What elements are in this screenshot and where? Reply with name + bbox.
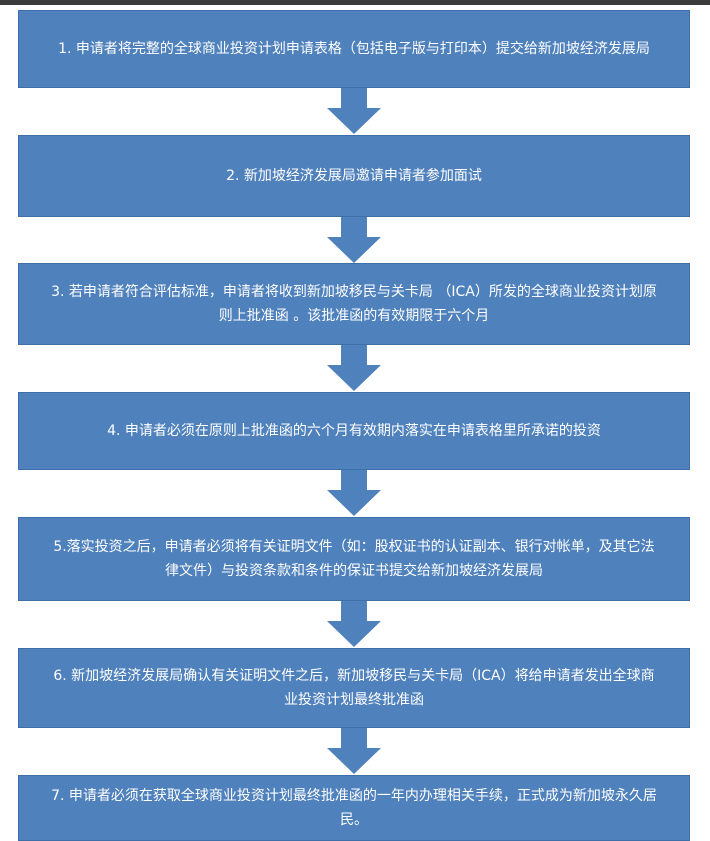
flow-step-1-text: 1. 申请者将完整的全球商业投资计划申请表格（包括电子版与打印本）提交给新加坡经… (58, 41, 650, 57)
arrow-down-icon (327, 470, 381, 516)
top-border (0, 0, 710, 5)
flow-step-7-text: 7. 申请者必须在获取全球商业投资计划最终批准函的一年内办理相关手续，正式成为新… (51, 788, 657, 828)
flow-step-7: 7. 申请者必须在获取全球商业投资计划最终批准函的一年内办理相关手续，正式成为新… (18, 775, 690, 841)
arrow-down-icon (327, 601, 381, 647)
arrow-down-icon (327, 728, 381, 774)
flow-step-6-text: 6. 新加坡经济发展局确认有关证明文件之后，新加坡移民与关卡局（ICA）将给申请… (53, 668, 655, 708)
flow-step-5-text: 5.落实投资之后，申请者必须将有关证明文件（如：股权证书的认证副本、银行对帐单，… (53, 539, 655, 579)
arrow-down-icon (327, 345, 381, 391)
flow-step-6: 6. 新加坡经济发展局确认有关证明文件之后，新加坡移民与关卡局（ICA）将给申请… (18, 648, 690, 728)
flow-step-3-text: 3. 若申请者符合评估标准，申请者将收到新加坡移民与关卡局 （ICA）所发的全球… (51, 284, 657, 324)
flow-step-2: 2. 新加坡经济发展局邀请申请者参加面试 (18, 135, 690, 217)
arrow-down-icon (327, 217, 381, 263)
flow-step-5: 5.落实投资之后，申请者必须将有关证明文件（如：股权证书的认证副本、银行对帐单，… (18, 517, 690, 601)
flow-step-3: 3. 若申请者符合评估标准，申请者将收到新加坡移民与关卡局 （ICA）所发的全球… (18, 263, 690, 345)
arrow-down-icon (327, 88, 381, 134)
flow-step-4: 4. 申请者必须在原则上批准函的六个月有效期内落实在申请表格里所承诺的投资 (18, 392, 690, 470)
flow-step-4-text: 4. 申请者必须在原则上批准函的六个月有效期内落实在申请表格里所承诺的投资 (107, 423, 601, 439)
flow-step-2-text: 2. 新加坡经济发展局邀请申请者参加面试 (226, 168, 482, 184)
flow-step-1: 1. 申请者将完整的全球商业投资计划申请表格（包括电子版与打印本）提交给新加坡经… (18, 10, 690, 88)
